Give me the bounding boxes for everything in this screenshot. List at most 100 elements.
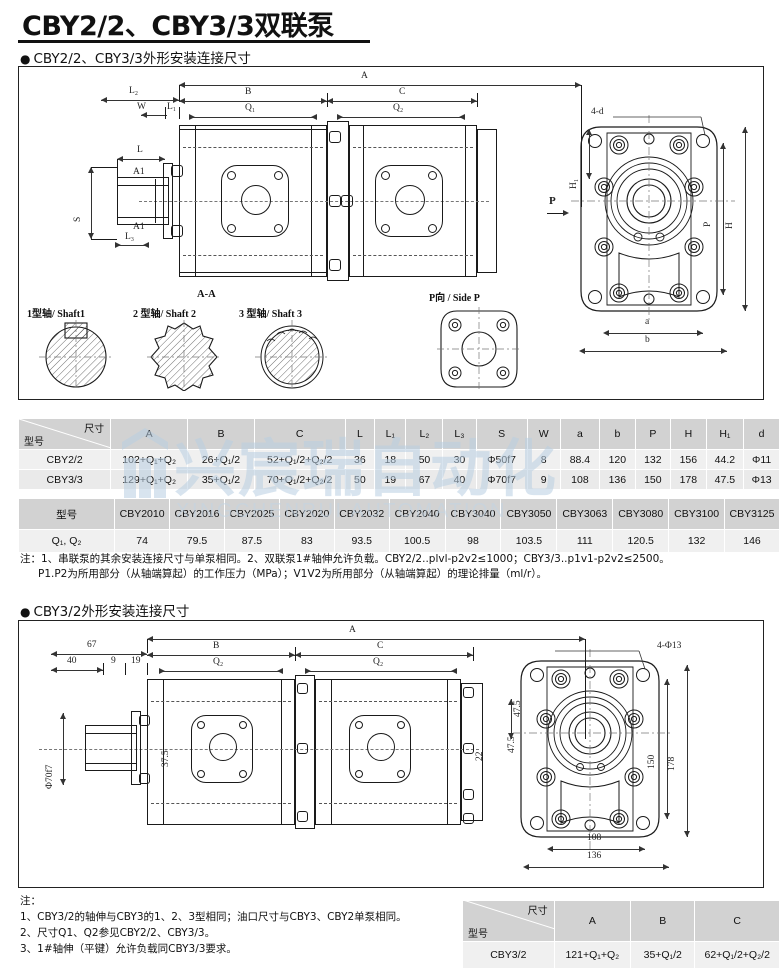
section-heading-1-label: CBY2/2、CBY3/3外形安装连接尺寸 [33, 51, 251, 67]
table1-row1-d: Φ13 [743, 469, 780, 490]
table1-row0-L2: 50 [405, 449, 444, 470]
notes1-line-2: P1.P2为所用部分（从轴端算起）的工作压力（MPa）；V1V2为所用部分（从轴… [38, 568, 547, 580]
dim-label-Q2: Q₂ [393, 103, 404, 113]
shaft-2-diagram [147, 320, 221, 391]
table2-model-2: CBY2025 [223, 498, 280, 530]
dim2-label-136: 136 [587, 851, 602, 861]
shaft-3-diagram [255, 320, 329, 390]
q-values-table: 型号 CBY2010 CBY2016 CBY2025 CBY2020 CBY20… [17, 498, 780, 553]
table2-model-6: CBY3040 [444, 498, 502, 530]
table1-row0-L3: 30 [442, 449, 477, 470]
table1-col-H: H [670, 418, 707, 450]
dim2-label-Q2b: Q₂ [373, 657, 384, 667]
table1-row1-L3: 40 [442, 469, 477, 490]
table1-row1-model: CBY3/3 [17, 469, 112, 490]
corner-model-label: 型号 [24, 437, 44, 448]
table1-corner-cell: 尺寸 型号 [17, 418, 112, 450]
dim-label-L2: L₂ [129, 86, 139, 96]
table1-row0-C: 52+Q₁/2+Q₂/2 [253, 449, 346, 470]
table1-row1-W: 9 [526, 469, 561, 490]
dim-label-A: A [361, 71, 368, 81]
table2-row-label-q: Q₁, Q₂ [17, 529, 116, 553]
dim-label-b: b [645, 335, 650, 345]
table2-head: 型号 CBY2010 CBY2016 CBY2025 CBY2020 CBY20… [17, 498, 780, 530]
table2-q-3: 83 [278, 529, 335, 553]
table3-head: 尺寸 型号 A B C [462, 900, 780, 942]
dim2-label-phi70f7: Φ70f7 [45, 764, 55, 789]
table1-row1-a: 108 [559, 469, 601, 490]
dim-label-Q1: Q₁ [245, 103, 256, 113]
table3-row0-model: CBY3/2 [462, 941, 555, 969]
table2-model-7: CBY3050 [500, 498, 558, 530]
table-row: CBY3/2 121+Q₁+Q₂ 35+Q₁/2 62+Q₁/2+Q₂/2 [462, 941, 780, 969]
table3-header-row: 尺寸 型号 A B C [462, 900, 780, 942]
dim-label-H: H [725, 222, 735, 229]
table3-corner-model-label: 型号 [468, 929, 488, 940]
table2-model-8: CBY3063 [556, 498, 614, 530]
dim-label-P: P [703, 221, 713, 227]
table1-row0-L1: 18 [374, 449, 407, 470]
dim2-label-150: 150 [647, 754, 657, 769]
table1-header-row: 尺寸 型号 A B C L L₁ L₂ L₃ S W a b P H H₁ d [17, 418, 780, 450]
table2-q-11: 146 [724, 529, 780, 553]
caption-side-p: P向 / Side P [429, 293, 480, 304]
table1-row0-P: 132 [634, 449, 672, 470]
dim-label-a: a [645, 317, 650, 327]
table1-row0-a: 88.4 [559, 449, 601, 470]
notes2-title: 注： [20, 895, 41, 907]
table3-row0-C: 62+Q₁/2+Q₂/2 [694, 941, 780, 969]
table1-body: CBY2/2 102+Q₁+Q₂ 26+Q₁/2 52+Q₁/2+Q₂/2 36… [17, 449, 780, 490]
section-heading-2: ●CBY3/2外形安装连接尺寸 [20, 600, 189, 620]
table1-col-b: b [599, 418, 636, 450]
end-view-diagram-1 [571, 115, 735, 323]
dim2-label-19: 19 [131, 656, 141, 666]
section-heading-2-label: CBY3/2外形安装连接尺寸 [33, 604, 190, 620]
table2-model-9: CBY3080 [612, 498, 670, 530]
caption-shaft-3: 3 型轴/ Shaft 3 [239, 309, 303, 320]
table2-body: Q₁, Q₂ 74 79.5 87.5 83 93.5 100.5 98 103… [17, 529, 780, 553]
dim-label-B: B [245, 87, 252, 97]
table3-corner-cell: 尺寸 型号 [462, 900, 555, 942]
dim-label-C: C [399, 87, 406, 97]
end-view-diagram-2 [513, 649, 671, 849]
table2-model-1: CBY2016 [169, 498, 225, 530]
table2-header-row: 型号 CBY2010 CBY2016 CBY2025 CBY2020 CBY20… [17, 498, 780, 530]
table1-row1-L1: 19 [374, 469, 407, 490]
dim2-label-37-5: 37.5 [161, 750, 171, 767]
dim2-label-22: 22 [475, 751, 485, 762]
notes-block-2: 注： 1、CBY3/2的轴伸与CBY3的1、2、3型相同；油口尺寸与CBY3、C… [20, 893, 407, 957]
notes-block-1: 注：1、串联泵的其余安装连接尺寸与单泵相同。2、双联泵1#轴伸允许负载。CBY2… [20, 552, 670, 582]
table2-q-10: 132 [668, 529, 726, 553]
table2-q-4: 93.5 [333, 529, 390, 553]
dim2-label-A: A [349, 625, 356, 635]
table1-col-L: L [344, 418, 376, 450]
table1-row1-P: 150 [634, 469, 672, 490]
notes2-line-1: 1、CBY3/2的轴伸与CBY3的1、2、3型相同；油口尺寸与CBY3、CBY2… [20, 911, 407, 923]
dimension-table-main: 尺寸 型号 A B C L L₁ L₂ L₃ S W a b P H H₁ d [17, 418, 780, 490]
table1-col-A: A [110, 418, 189, 450]
table1-col-B: B [187, 418, 255, 450]
table3-col-C: C [694, 900, 780, 942]
table1-row0-H1: 44.2 [705, 449, 745, 470]
notes2-line-2: 2、尺寸Q1、Q2参见CBY2/2、CBY3/3。 [20, 927, 216, 939]
table1-row0-B: 26+Q₁/2 [187, 449, 255, 470]
table-row: CBY2/2 102+Q₁+Q₂ 26+Q₁/2 52+Q₁/2+Q₂/2 36… [17, 449, 780, 470]
dim-label-L1: L₁ [167, 102, 177, 112]
table3-row0-B: 35+Q₁/2 [630, 941, 696, 969]
table1-col-P: P [634, 418, 672, 450]
dim-label-A1-top: A1 [133, 167, 145, 177]
dim2-label-108: 108 [587, 833, 602, 843]
table1-row1-H: 178 [670, 469, 707, 490]
dim-label-arrow-P: P [549, 195, 556, 207]
table1-row0-S: Φ50f7 [475, 449, 528, 470]
table1-row0-b: 120 [599, 449, 636, 470]
dim-label-4d: 4-d [591, 107, 604, 117]
shaft-1-diagram [39, 320, 113, 390]
dim-label-L3: L₃ [125, 232, 135, 242]
table-row: CBY3/3 129+Q₁+Q₂ 35+Q₁/2 70+Q₁/2+Q₂/2 50… [17, 469, 780, 490]
dim2-label-Q2a: Q₂ [213, 657, 224, 667]
table1-col-d: d [743, 418, 780, 450]
dim-label-S: S [73, 216, 83, 222]
table1-col-H1: H₁ [705, 418, 745, 450]
